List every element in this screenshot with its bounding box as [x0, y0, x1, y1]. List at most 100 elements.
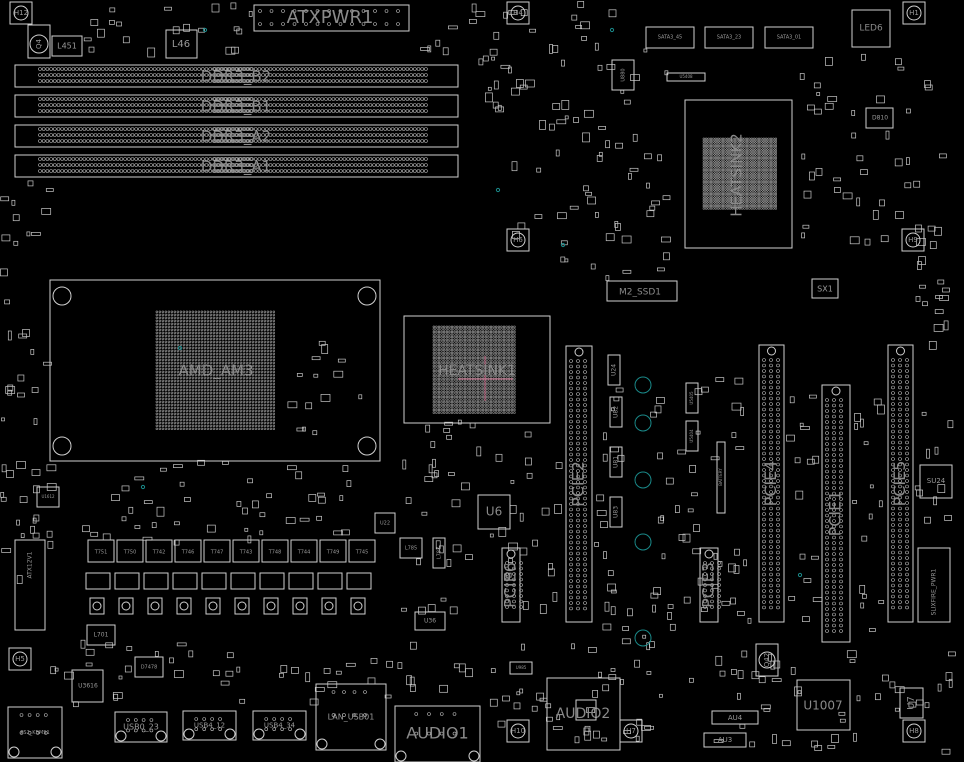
- smd-pad: [799, 422, 804, 427]
- ic-au4: [711, 710, 759, 725]
- smd-pad: [318, 340, 326, 346]
- slot-key: [896, 346, 905, 356]
- smd-pad: [660, 515, 665, 522]
- smd-pad: [546, 716, 553, 722]
- slot-key: [574, 347, 584, 357]
- smd-pad: [555, 149, 560, 157]
- smd-pad: [701, 386, 709, 393]
- smd-pad: [333, 530, 343, 536]
- smd-pad: [689, 465, 696, 473]
- smd-pad: [864, 238, 871, 246]
- smd-pad: [43, 361, 52, 366]
- smd-pad: [442, 47, 449, 56]
- smd-pad: [603, 551, 607, 559]
- smd-pad: [853, 732, 857, 742]
- smd-pad: [211, 3, 220, 13]
- smd-pad: [803, 190, 812, 199]
- mosfet: [346, 572, 372, 590]
- smd-pad: [634, 659, 640, 668]
- smd-pad: [222, 461, 229, 465]
- smd-pad: [839, 718, 846, 723]
- label-u5405: U5405: [689, 391, 694, 405]
- dimm-pins-b: [213, 67, 428, 83]
- smd-pad: [534, 214, 543, 219]
- smd-pad: [88, 46, 95, 53]
- smd-pad: [20, 533, 25, 538]
- smd-pad: [266, 493, 272, 499]
- smd-pad: [22, 329, 30, 337]
- mount-hole-h12: [9, 1, 33, 25]
- mount-hole-outline: [506, 228, 530, 252]
- smd-pad: [878, 500, 883, 508]
- smd-pad: [183, 23, 190, 32]
- smd-pad: [102, 533, 111, 541]
- smd-pad: [715, 377, 725, 382]
- choke-label: T745: [355, 550, 369, 556]
- smd-pad: [197, 459, 205, 466]
- smd-pad: [594, 42, 599, 51]
- smd-pad: [851, 132, 857, 139]
- smd-pad: [948, 678, 953, 688]
- smd-pad: [552, 45, 559, 53]
- smd-pad: [531, 705, 538, 712]
- smd-pad: [620, 679, 624, 685]
- smd-pad: [868, 513, 873, 520]
- mosfet-ring: [353, 601, 363, 611]
- choke-outline: [232, 539, 260, 563]
- smd-pad: [682, 533, 691, 543]
- smd-pad: [646, 182, 650, 189]
- smd-pad: [630, 74, 640, 81]
- smd-pad: [346, 480, 352, 487]
- smd-pad: [807, 104, 815, 111]
- crosshair-marker: [458, 356, 513, 401]
- choke-outline: [116, 539, 144, 563]
- label-h5: H5: [15, 655, 25, 663]
- label-ddr_a1: DDR3_A1: [201, 158, 271, 177]
- smd-pad: [113, 693, 119, 701]
- smd-pad: [475, 11, 486, 17]
- smd-pad: [801, 153, 806, 160]
- smd-pad: [615, 223, 621, 231]
- mount-hole-outline: [506, 719, 530, 743]
- smd-pad: [916, 238, 926, 246]
- via: [140, 484, 146, 490]
- smd-pad: [590, 263, 596, 270]
- label-sata23: SATA3_23: [717, 35, 741, 41]
- smd-pad: [490, 668, 496, 673]
- smd-pad: [342, 465, 349, 472]
- smd-pad: [621, 235, 632, 244]
- smd-pad: [493, 31, 500, 40]
- mount-hole-ring: [510, 232, 526, 248]
- smd-pad: [242, 507, 248, 515]
- smd-pad: [875, 693, 881, 701]
- smd-pad: [580, 21, 590, 30]
- via: [797, 572, 803, 578]
- smd-pad: [536, 692, 544, 701]
- smd-pad: [610, 606, 616, 616]
- smd-pad: [109, 20, 115, 25]
- smd-pad: [814, 745, 823, 751]
- smd-pad: [831, 734, 839, 743]
- smd-pad: [918, 256, 926, 265]
- smd-pad: [935, 295, 943, 299]
- smd-pad: [547, 568, 555, 577]
- smd-pad: [358, 394, 363, 400]
- dimm-pins-b: [213, 157, 428, 173]
- smd-pad: [623, 99, 631, 105]
- smd-pad: [701, 607, 708, 612]
- label-au3: AU3: [718, 736, 732, 744]
- mosfet-lower: [147, 597, 163, 615]
- io-hole: [8, 746, 20, 758]
- smd-pad: [497, 104, 502, 111]
- smd-pad: [80, 639, 86, 649]
- smd-pad: [519, 547, 528, 556]
- smd-pad: [915, 296, 921, 302]
- smd-pad: [561, 100, 570, 110]
- smd-pad: [603, 432, 607, 441]
- label-l701: L701: [94, 632, 109, 639]
- smd-pad: [0, 196, 10, 202]
- smd-pad: [82, 525, 90, 533]
- smd-pad: [610, 668, 616, 672]
